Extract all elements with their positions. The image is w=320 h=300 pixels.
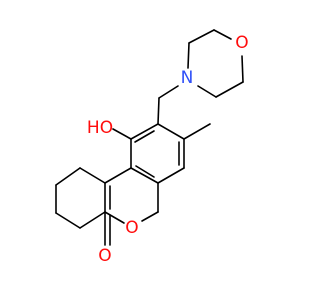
hydroxyl-bond	[112, 128, 132, 140]
chemical-structure-diagram: O N HO O O	[55, 29, 249, 266]
bond	[158, 85, 179, 99]
bond	[135, 165, 155, 178]
bond	[215, 81, 244, 98]
bond	[55, 212, 81, 229]
methyl-bond	[183, 123, 211, 140]
atom-label-ring-oxygen: O	[125, 218, 138, 238]
bond	[134, 130, 155, 143]
methylene-linker	[157, 85, 179, 125]
carbonyl-oxygen-label: O	[98, 246, 111, 266]
bond	[104, 167, 132, 184]
bond	[104, 211, 125, 224]
bond	[79, 167, 106, 184]
carbonyl-group	[104, 211, 111, 246]
atom-label-carbonyl-oxygen: O	[98, 246, 111, 266]
morpholine-ring	[187, 29, 244, 98]
bond	[157, 123, 185, 140]
bond	[55, 167, 81, 186]
bond	[187, 42, 190, 69]
bond	[188, 29, 215, 44]
bond	[157, 97, 160, 125]
nitrogen-label: N	[181, 68, 194, 88]
atom-label-hydroxyl: HO	[87, 118, 113, 138]
atom-label-morpholine-nitrogen: N	[181, 68, 194, 88]
bond	[241, 55, 244, 83]
pyranone-ring	[104, 167, 159, 224]
benzene-ring	[130, 123, 185, 184]
atom-label-morpholine-oxygen: O	[235, 33, 248, 53]
oxygen-label: O	[235, 33, 248, 53]
hydroxyl-label: HO	[87, 118, 113, 138]
cyclopentene-ring	[55, 167, 106, 229]
bond	[130, 167, 159, 184]
bond	[141, 211, 159, 222]
bond	[130, 123, 159, 140]
bond	[157, 167, 185, 184]
bond	[79, 211, 106, 229]
bond	[197, 85, 217, 98]
ring-oxygen-label: O	[125, 218, 138, 238]
bond	[213, 29, 232, 40]
